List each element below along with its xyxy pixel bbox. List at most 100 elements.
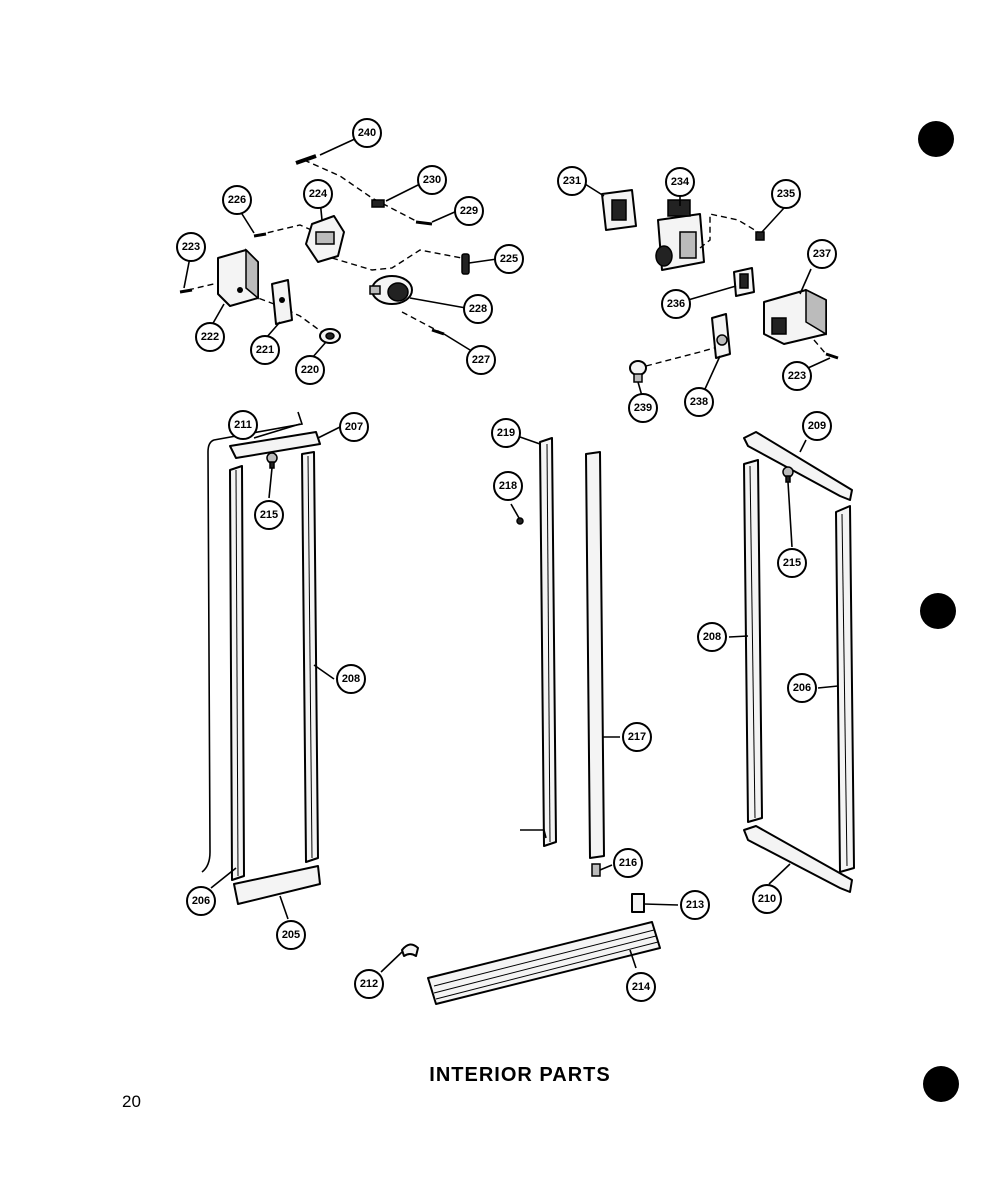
part-228-control	[369, 275, 413, 305]
svg-text:219: 219	[497, 427, 515, 439]
binder-hole-bottom	[923, 1066, 959, 1102]
svg-text:224: 224	[309, 188, 328, 200]
callout-225: 225	[494, 244, 524, 274]
svg-text:229: 229	[460, 205, 478, 217]
part-238-socket-plate	[711, 313, 731, 359]
svg-text:231: 231	[563, 175, 581, 187]
callout-230: 230	[417, 165, 447, 195]
callout-208-right: 208	[697, 622, 727, 652]
svg-text:220: 220	[301, 364, 319, 376]
callout-217: 217	[622, 722, 652, 752]
part-229-screw	[415, 220, 433, 226]
assembly-dash-lines-right	[699, 213, 759, 249]
callout-235: 235	[771, 179, 801, 209]
part-213-label	[631, 893, 645, 913]
svg-text:208: 208	[703, 631, 721, 643]
callout-210: 210	[752, 884, 782, 914]
part-217-strip	[585, 451, 605, 859]
callout-236: 236	[661, 289, 691, 319]
part-211-wire	[201, 411, 304, 873]
part-220-knob	[319, 328, 341, 344]
part-227-screw	[431, 328, 445, 336]
callout-220: 220	[295, 355, 325, 385]
svg-text:214: 214	[632, 981, 651, 993]
part-216-clip	[591, 863, 601, 877]
part-234-thermostat	[655, 199, 705, 271]
part-205-bottom-rail	[233, 865, 321, 905]
svg-text:215: 215	[260, 509, 278, 521]
callout-211: 211	[228, 410, 258, 440]
svg-text:211: 211	[234, 419, 252, 431]
callout-205: 205	[276, 920, 306, 950]
part-224-bracket	[305, 215, 345, 263]
callout-234: 234	[665, 167, 695, 197]
leader-lines	[183, 137, 839, 973]
svg-text:225: 225	[500, 253, 518, 265]
svg-text:206: 206	[192, 895, 210, 907]
callout-208-left: 208	[336, 664, 366, 694]
callout-240: 240	[352, 118, 382, 148]
part-218-screw	[516, 517, 524, 525]
part-210-bottom-rail	[743, 825, 853, 893]
callout-206-left: 206	[186, 886, 216, 916]
svg-text:208: 208	[342, 673, 360, 685]
svg-text:223: 223	[788, 370, 806, 382]
callout-226: 226	[222, 185, 252, 215]
svg-text:207: 207	[345, 421, 363, 433]
part-212-clip	[401, 943, 419, 957]
callout-218: 218	[493, 471, 523, 501]
part-225-spring	[461, 253, 470, 275]
svg-text:216: 216	[619, 857, 637, 869]
svg-text:237: 237	[813, 248, 831, 260]
callout-207: 207	[339, 412, 369, 442]
callout-216: 216	[613, 848, 643, 878]
svg-text:217: 217	[628, 731, 646, 743]
svg-text:210: 210	[758, 893, 776, 905]
callout-215-right: 215	[777, 548, 807, 578]
part-221-plate	[271, 279, 293, 325]
callout-222: 222	[195, 322, 225, 352]
svg-text:212: 212	[360, 978, 378, 990]
svg-text:205: 205	[282, 929, 300, 941]
callout-206-right: 206	[787, 673, 817, 703]
svg-text:221: 221	[256, 344, 274, 356]
part-223-screw-right	[825, 352, 839, 360]
callout-219: 219	[491, 418, 521, 448]
callout-228: 228	[463, 294, 493, 324]
part-215-clip-left	[266, 452, 278, 469]
part-208-right-frame-strip	[743, 459, 763, 823]
callout-229: 229	[454, 196, 484, 226]
callout-224: 224	[303, 179, 333, 209]
part-240-pin	[295, 154, 317, 165]
part-239-bulb	[629, 360, 647, 383]
part-223-screw-left	[179, 288, 193, 294]
part-226-screw	[253, 232, 267, 238]
callout-231: 231	[557, 166, 587, 196]
part-222-housing	[217, 248, 259, 307]
callout-221: 221	[250, 335, 280, 365]
svg-text:227: 227	[472, 354, 490, 366]
callout-223-left: 223	[176, 232, 206, 262]
svg-text:235: 235	[777, 188, 795, 200]
part-231-bezel	[601, 189, 637, 231]
part-236-lens	[733, 267, 755, 297]
svg-text:213: 213	[686, 899, 704, 911]
svg-text:240: 240	[358, 127, 376, 139]
assembly-dash-line-bulb	[645, 347, 715, 367]
svg-text:234: 234	[671, 176, 690, 188]
callout-237: 237	[807, 239, 837, 269]
part-214-grille	[427, 921, 661, 1005]
binder-hole-top	[918, 121, 954, 157]
svg-text:230: 230	[423, 174, 441, 186]
part-206-right-frame-strip	[835, 505, 855, 873]
callout-227: 227	[466, 345, 496, 375]
part-209-top-rail	[743, 431, 853, 501]
svg-text:238: 238	[690, 396, 708, 408]
svg-text:209: 209	[808, 420, 826, 432]
callout-212: 212	[354, 969, 384, 999]
callout-238: 238	[684, 387, 714, 417]
page-number: 20	[122, 1092, 141, 1111]
callout-213: 213	[680, 890, 710, 920]
part-230-screw	[371, 199, 385, 208]
